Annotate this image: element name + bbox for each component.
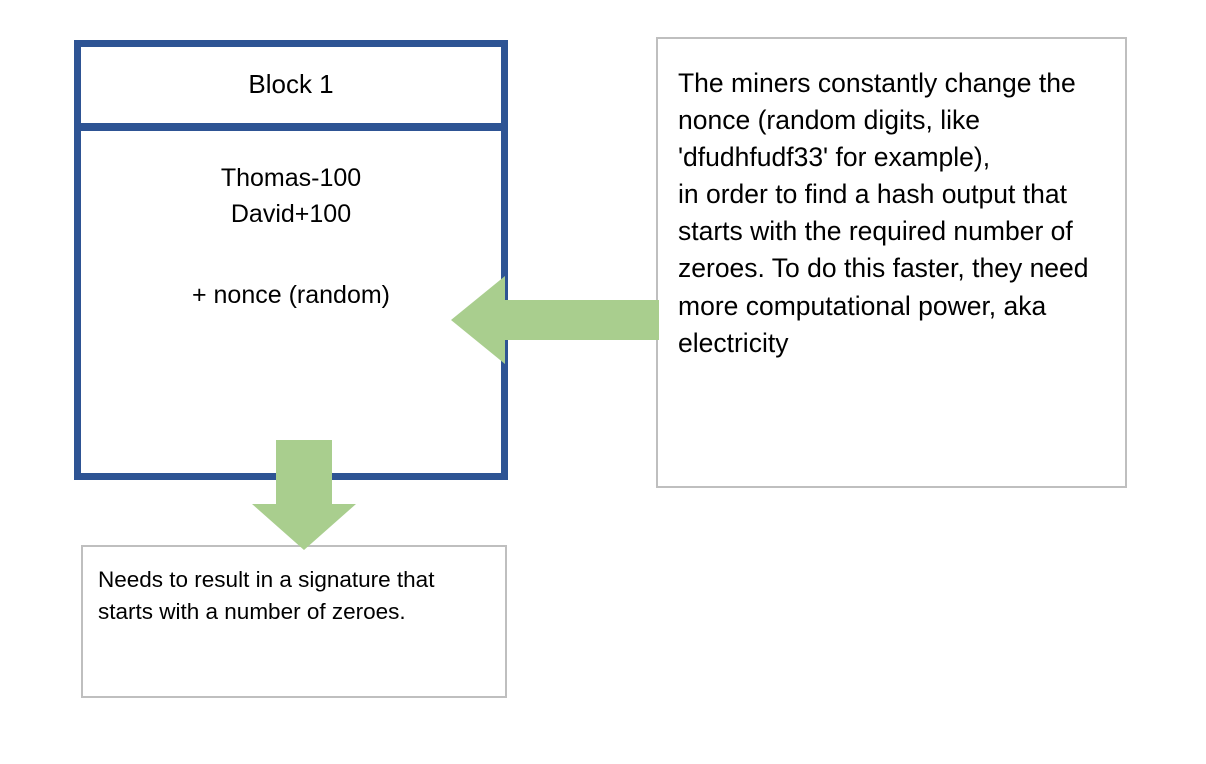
- block-card: Block 1 Thomas-100 David+100 + nonce (ra…: [74, 40, 508, 480]
- signature-note-box: Needs to result in a signature that star…: [81, 545, 507, 698]
- block-title: Block 1: [248, 69, 334, 100]
- block-nonce-label: + nonce (random): [191, 281, 391, 309]
- block-header: Block 1: [81, 47, 501, 131]
- arrow-down-icon: [248, 440, 360, 550]
- miners-note-box: The miners constantly change the nonce (…: [656, 37, 1127, 488]
- arrow-left-icon: [451, 272, 659, 368]
- block-transaction-line-1: Thomas-100: [220, 164, 362, 192]
- miners-note-text: The miners constantly change the nonce (…: [678, 68, 1089, 358]
- block-body: Thomas-100 David+100 + nonce (random): [81, 139, 501, 473]
- signature-note-text: Needs to result in a signature that star…: [98, 567, 435, 624]
- block-transaction-line-2: David+100: [230, 199, 352, 228]
